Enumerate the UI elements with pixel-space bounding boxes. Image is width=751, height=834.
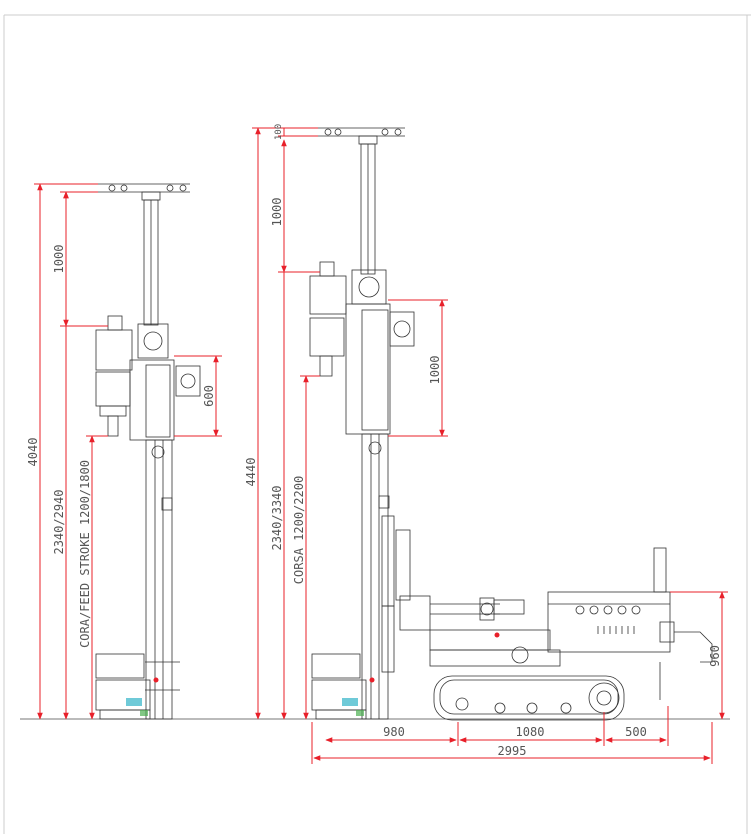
right-mast-drawing (309, 127, 713, 721)
dim-2995: 2995 (498, 744, 527, 758)
dim-left-feed-stroke: CORA/FEED STROKE 1200/1800 (78, 460, 92, 648)
dim-right-1000-head: 1000 (428, 356, 442, 385)
page-border (3, 14, 751, 834)
dim-right-1000-top: 1000 (270, 198, 284, 227)
dim-left-1000: 1000 (52, 245, 66, 274)
left-mast-drawing (95, 183, 201, 720)
dim-right-2340-3340: 2340/3340 (270, 485, 284, 550)
dim-left-600: 600 (202, 385, 216, 407)
dim-500: 500 (625, 725, 647, 739)
dim-960: 960 (708, 645, 722, 667)
dim-1080: 1080 (516, 725, 545, 739)
left-mast-accents (126, 677, 159, 716)
dim-left-2340-2940: 2340/2940 (52, 489, 66, 554)
dim-980: 980 (383, 725, 405, 739)
right-mast-accents (342, 632, 500, 716)
dim-right-100: 100 (274, 124, 284, 140)
dim-left-4040: 4040 (26, 438, 40, 467)
dimension-labels: 4040 2340/2940 1000 CORA/FEED STROKE 120… (26, 124, 722, 758)
dim-right-corsa: CORSA 1200/2200 (292, 476, 306, 584)
dim-right-4440: 4440 (244, 458, 258, 487)
dimension-lines (34, 127, 728, 764)
